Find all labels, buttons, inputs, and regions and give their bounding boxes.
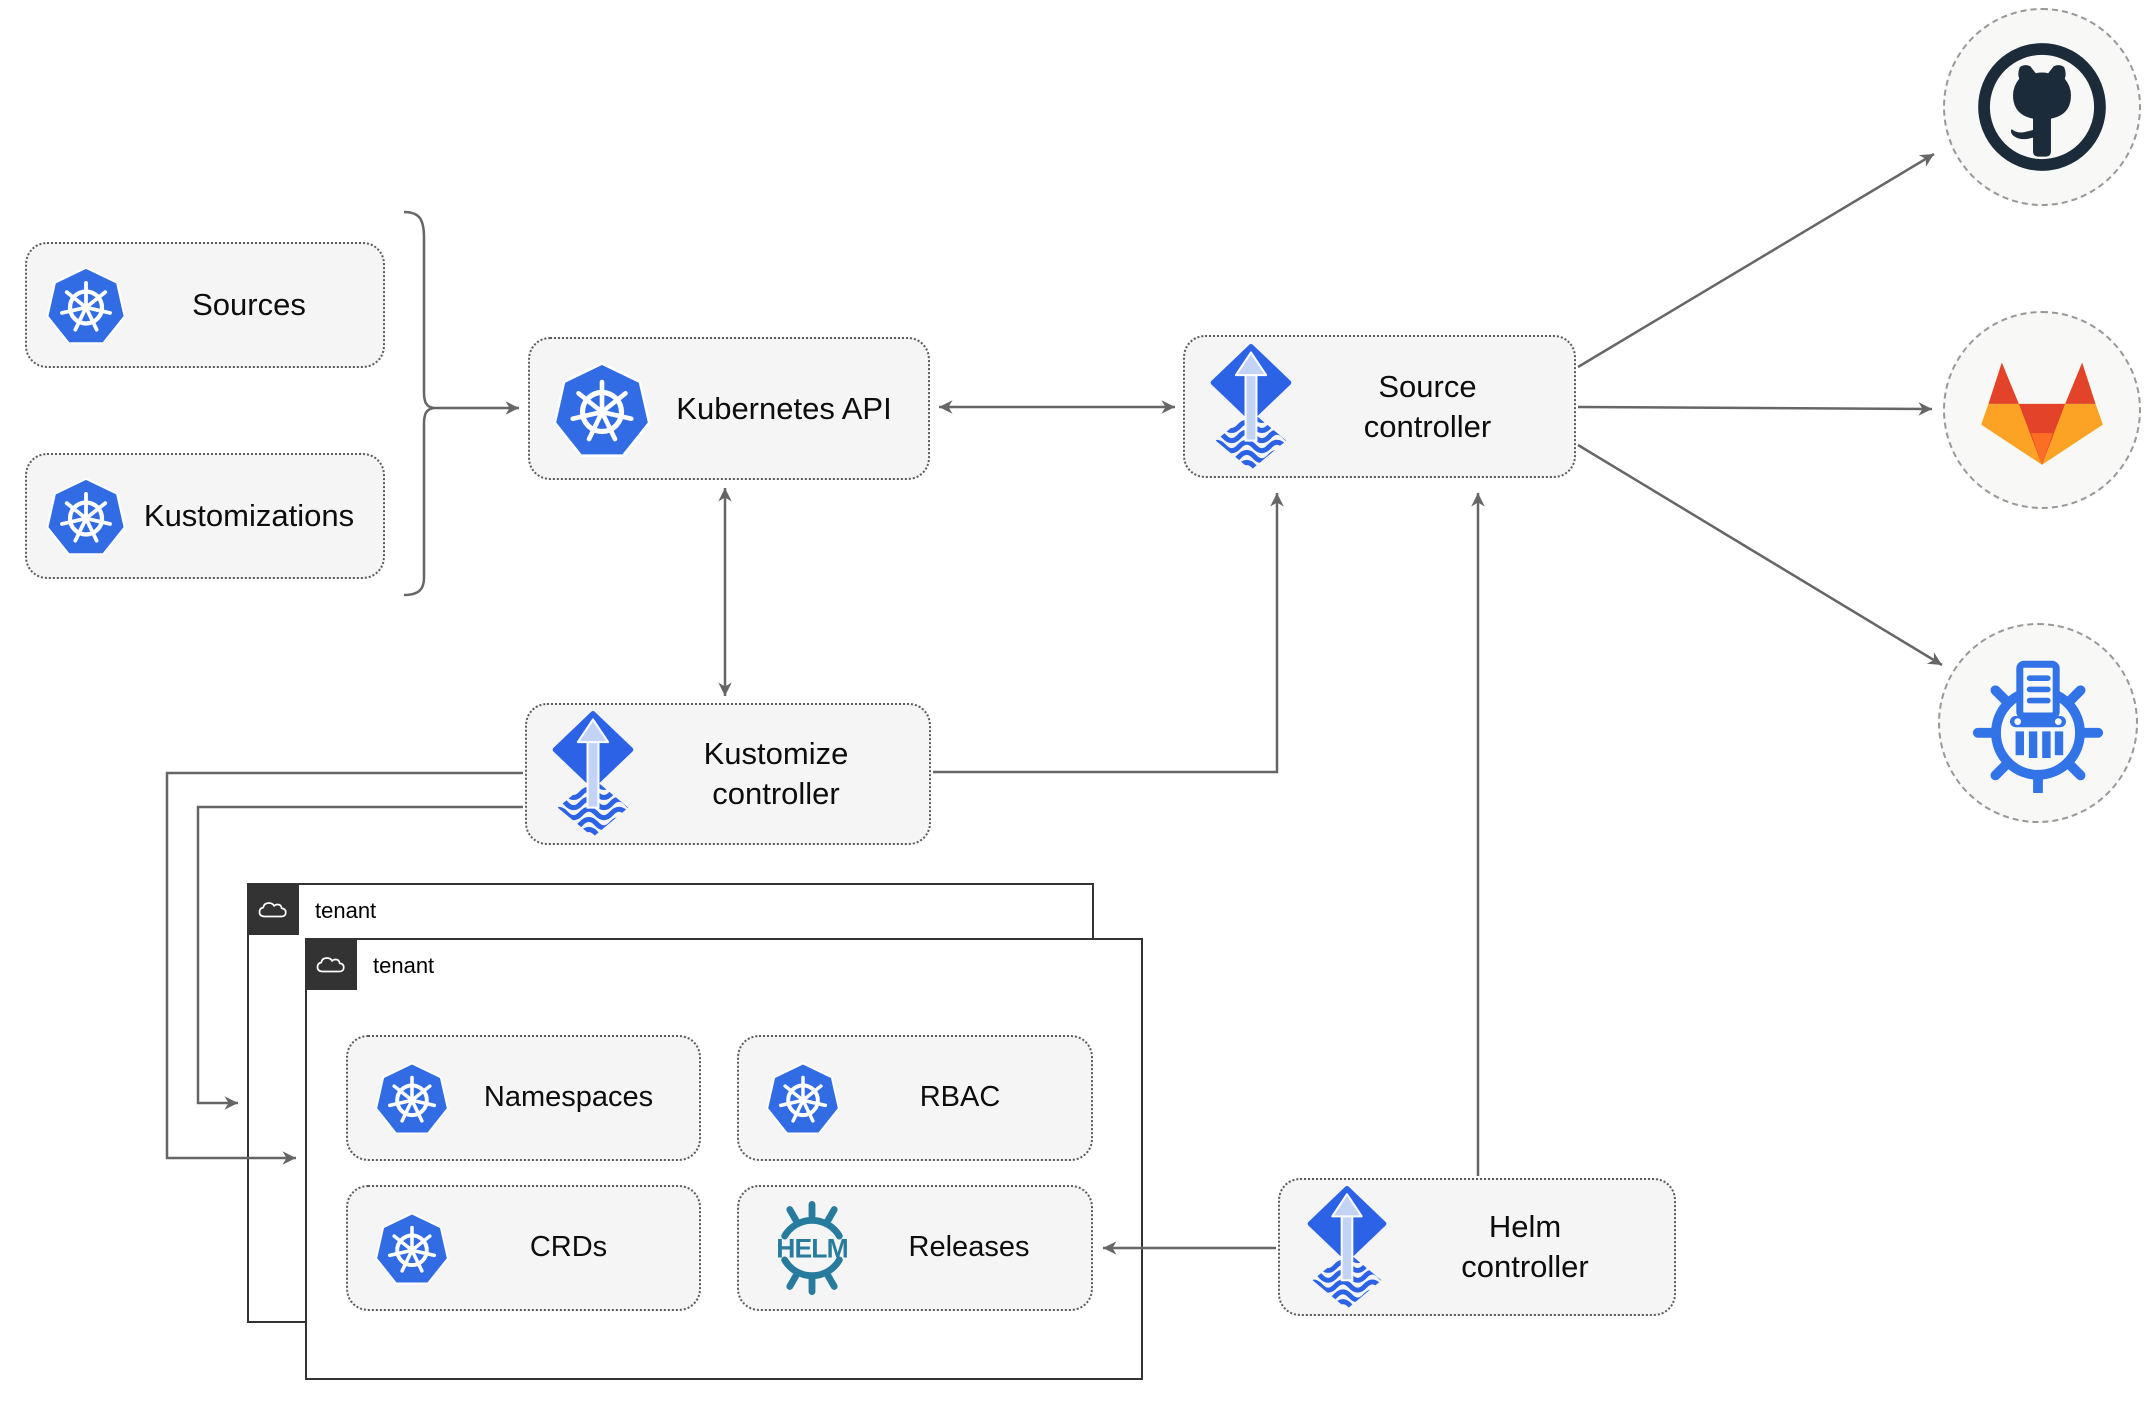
node-rbac: RBAC [737, 1035, 1093, 1161]
tenant-label: tenant [373, 953, 435, 978]
node-helm-controller: Helm controller [1278, 1178, 1676, 1316]
node-kustomizations: Kustomizations [25, 453, 385, 579]
node-kustomizations-label: Kustomizations [143, 498, 355, 534]
node-namespaces: Namespaces [346, 1035, 701, 1161]
helm-logo-text: HELM [776, 1233, 848, 1263]
tenant-badge [246, 882, 299, 935]
kubernetes-icon [45, 264, 127, 346]
flux-icon [551, 711, 635, 837]
kubernetes-icon [552, 359, 652, 459]
flux-icon [1306, 1186, 1388, 1309]
tenant-label: tenant [315, 898, 377, 923]
node-crds: CRDs [346, 1185, 701, 1311]
node-releases: HELM Releases [737, 1185, 1093, 1311]
github-icon [1973, 38, 2111, 176]
kubernetes-icon [765, 1060, 841, 1136]
node-sources-label: Sources [192, 287, 306, 323]
flux-icon [1209, 344, 1293, 470]
cloud-icon [254, 894, 292, 924]
node-rbac-label: RBAC [919, 1081, 1001, 1114]
chartmuseum-icon [1968, 653, 2108, 793]
brace-sources-group [403, 210, 435, 597]
edge-kustomize-to-source [933, 493, 1284, 774]
node-source-controller: Source controller [1183, 335, 1576, 478]
external-helm-repository [1938, 623, 2138, 823]
edge-source-to-github [1577, 152, 1935, 369]
node-kubernetes-api-label: Kubernetes API [676, 390, 892, 426]
helm-icon: HELM [776, 1201, 849, 1295]
node-namespaces-label: Namespaces [483, 1081, 654, 1114]
node-sources: Sources [25, 242, 385, 368]
tenant-badge [304, 937, 357, 990]
node-crds-label: CRDs [529, 1231, 608, 1264]
node-kustomize-controller: Kustomize controller [525, 703, 931, 845]
edge-source-to-gitlab [1577, 402, 1933, 416]
kubernetes-icon [45, 475, 127, 557]
kubernetes-icon [374, 1060, 450, 1136]
node-kubernetes-api: Kubernetes API [528, 337, 930, 480]
edge-source-to-helm-repository [1577, 443, 1943, 667]
node-source-controller-label: Source controller [1363, 368, 1492, 444]
external-gitlab [1943, 311, 2141, 509]
kubernetes-icon [374, 1210, 450, 1286]
external-github [1943, 8, 2141, 206]
cloud-icon [312, 949, 350, 979]
node-releases-label: Releases [908, 1231, 1030, 1264]
node-kustomize-controller-label: Kustomize controller [703, 736, 849, 811]
gitlab-icon [1981, 354, 2103, 466]
node-helm-controller-label: Helm controller [1461, 1209, 1589, 1284]
